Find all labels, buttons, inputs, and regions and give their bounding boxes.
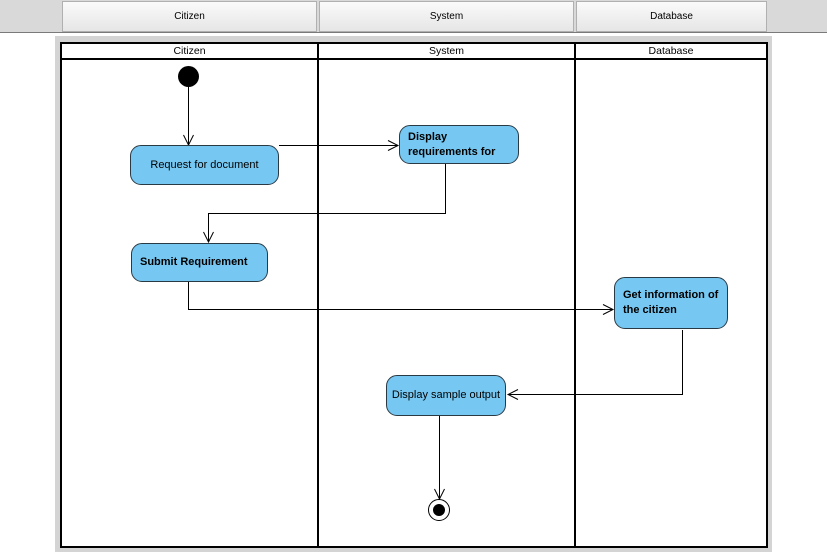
swimlane-divider-system-database <box>574 44 576 546</box>
swimlane-title-system: System <box>428 45 464 57</box>
swimlane-divider-citizen-system <box>317 44 319 546</box>
action-display-requirements[interactable]: Display requirements for <box>399 125 519 164</box>
swimlane-title-database: Database <box>648 45 694 57</box>
action-request-for-document[interactable]: Request for document <box>130 145 279 185</box>
activity-final-node-dot <box>432 503 445 516</box>
column-header-database[interactable]: Database <box>576 1 767 32</box>
action-display-sample-output[interactable]: Display sample output <box>386 375 506 416</box>
arrowhead-icon <box>506 389 519 400</box>
action-label: Request for document <box>150 158 259 171</box>
flow-get-information-to-display-output <box>508 330 683 395</box>
action-label: Submit Requirement <box>140 256 248 268</box>
initial-node[interactable] <box>178 66 199 87</box>
swimlane-title-citizen: Citizen <box>173 45 206 57</box>
column-header-citizen[interactable]: Citizen <box>62 1 317 32</box>
swimlane-header-divider <box>62 58 766 60</box>
action-label: Display sample output <box>391 389 501 401</box>
column-header-system[interactable]: System <box>319 1 574 32</box>
action-submit-requirement[interactable]: Submit Requirement <box>131 243 268 282</box>
arrowhead-icon <box>387 140 400 151</box>
action-label: Display requirements for <box>408 130 496 158</box>
action-label: Get information of the citizen <box>623 289 719 316</box>
arrowhead-icon <box>602 304 615 315</box>
action-get-information-of-citizen[interactable]: Get information of the citizen <box>614 277 728 329</box>
flow-display-requirements-to-submit <box>208 164 446 242</box>
activity-final-node[interactable] <box>428 499 450 521</box>
arrowhead-icon <box>203 231 214 244</box>
flow-submit-to-get-information <box>188 282 613 310</box>
